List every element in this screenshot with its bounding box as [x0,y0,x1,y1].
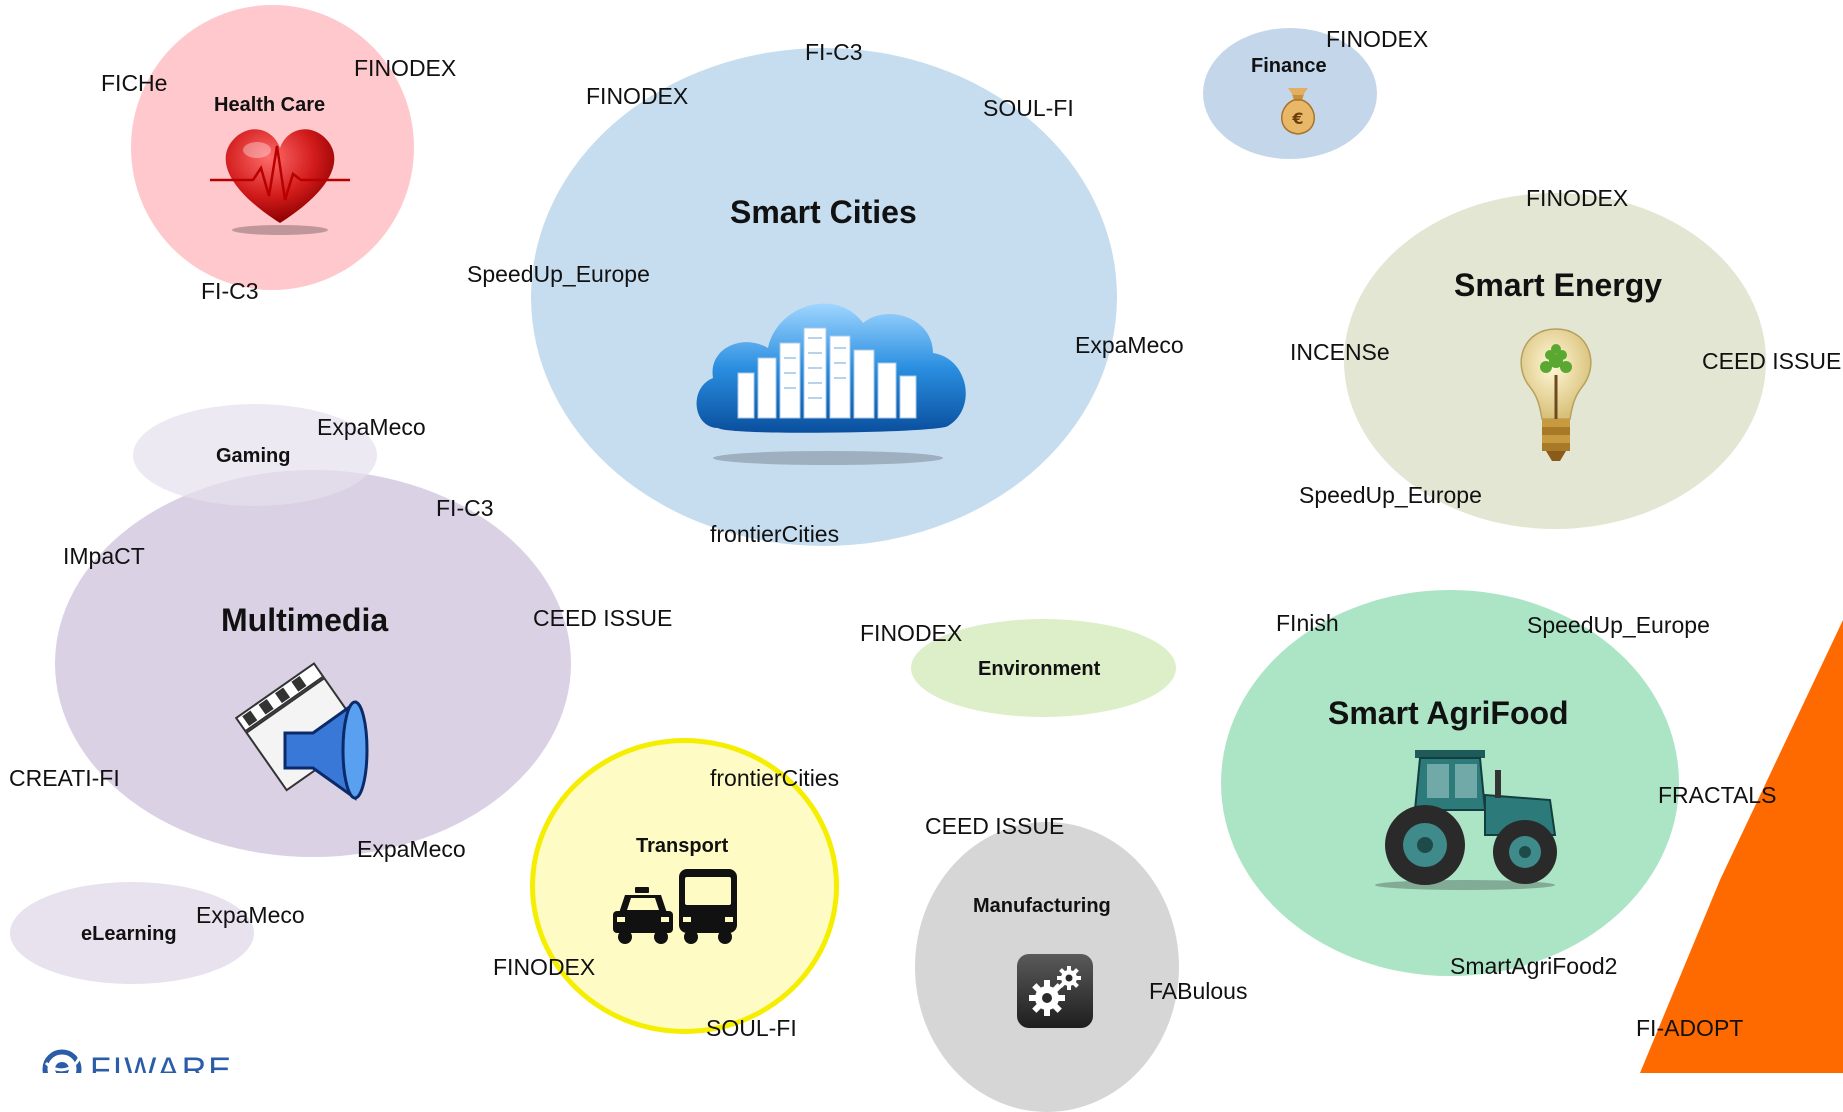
svg-text:FIWARE: FIWARE [90,1051,233,1073]
orange-corner-shape [1640,620,1843,1073]
gears-icon [1017,954,1093,1028]
gaming-bubble [133,404,377,506]
smart-agrifood-title: Smart AgriFood [1328,695,1569,731]
transport-label-frontiercities: frontierCities [710,765,840,791]
health-care-label-finodex: FINODEX [354,55,457,81]
cloud-city-icon [696,303,966,465]
taxi-bus-icon [613,869,737,944]
smart-energy-label-ceed-issue: CEED ISSUE [1702,348,1842,374]
smart-cities-bubble [531,48,1117,546]
agrifood-label-finish: FInish [1276,610,1339,636]
transport-label-soul-fi: SOUL-FI [706,1015,797,1041]
transport-label-finodex: FINODEX [493,954,596,980]
elearning-label-expameco: ExpaMeco [196,902,305,928]
agrifood-label-fi-adopt: FI-ADOPT [1636,1015,1744,1041]
multimedia-label-creati-fi: CREATI-FI [9,765,120,791]
smart-cities-label-soul-fi: SOUL-FI [983,95,1074,121]
agrifood-label-smartagrifood2: SmartAgriFood2 [1450,953,1618,979]
light-bulb-tree-icon [1520,328,1592,461]
environment-bubble [911,619,1176,717]
gaming-label-expameco: ExpaMeco [317,414,426,440]
manufacturing-title: Manufacturing [973,895,1111,917]
smart-energy-title: Smart Energy [1454,267,1663,303]
gaming-title: Gaming [216,445,291,467]
manufacturing-label-ceed-issue: CEED ISSUE [925,813,1065,839]
finance-label-finodex: FINODEX [1326,26,1429,52]
environment-label-finodex: FINODEX [860,620,963,646]
smart-cities-label-finodex: FINODEX [586,83,689,109]
smart-cities-title: Smart Cities [730,194,917,230]
agrifood-label-fractals: FRACTALS [1658,782,1777,808]
money-bag-icon: € [1281,88,1315,135]
multimedia-label-fi-c3: FI-C3 [436,495,494,521]
smart-energy-label-speedup-europe: SpeedUp_Europe [1299,482,1482,508]
tractor-icon [1375,750,1557,890]
fiware-logo: FIWARE [40,1047,240,1073]
smart-cities-label-expameco: ExpaMeco [1075,332,1184,358]
clapperboard-speaker-icon [234,662,369,801]
health-care-label-fi-c3: FI-C3 [201,278,259,304]
multimedia-label-expameco: ExpaMeco [357,836,466,862]
health-care-title: Health Care [214,94,326,116]
smart-cities-label-fi-c3: FI-C3 [805,39,863,65]
multimedia-label-ceed-issue: CEED ISSUE [533,605,673,631]
smart-energy-label-finodex: FINODEX [1526,185,1629,211]
multimedia-title: Multimedia [221,602,389,638]
smart-energy-label-incense: INCENSe [1290,339,1390,365]
multimedia-label-impact: IMpaCT [63,543,145,569]
finance-bubble [1203,28,1377,159]
smart-cities-label-speedup-europe: SpeedUp_Europe [467,261,650,287]
smart-cities-label-frontiercities: frontierCities [710,521,840,547]
transport-title: Transport [636,835,729,857]
heart-pulse-icon [210,129,350,235]
environment-title: Environment [978,658,1101,680]
elearning-bubble [10,882,254,984]
agrifood-label-speedup-europe: SpeedUp_Europe [1527,612,1710,638]
health-care-label-fiche: FICHe [101,70,168,96]
manufacturing-label-fabulous: FABulous [1149,978,1248,1004]
svg-text:€: € [1291,109,1303,128]
finance-title: Finance [1251,55,1327,77]
elearning-title: eLearning [81,923,177,945]
